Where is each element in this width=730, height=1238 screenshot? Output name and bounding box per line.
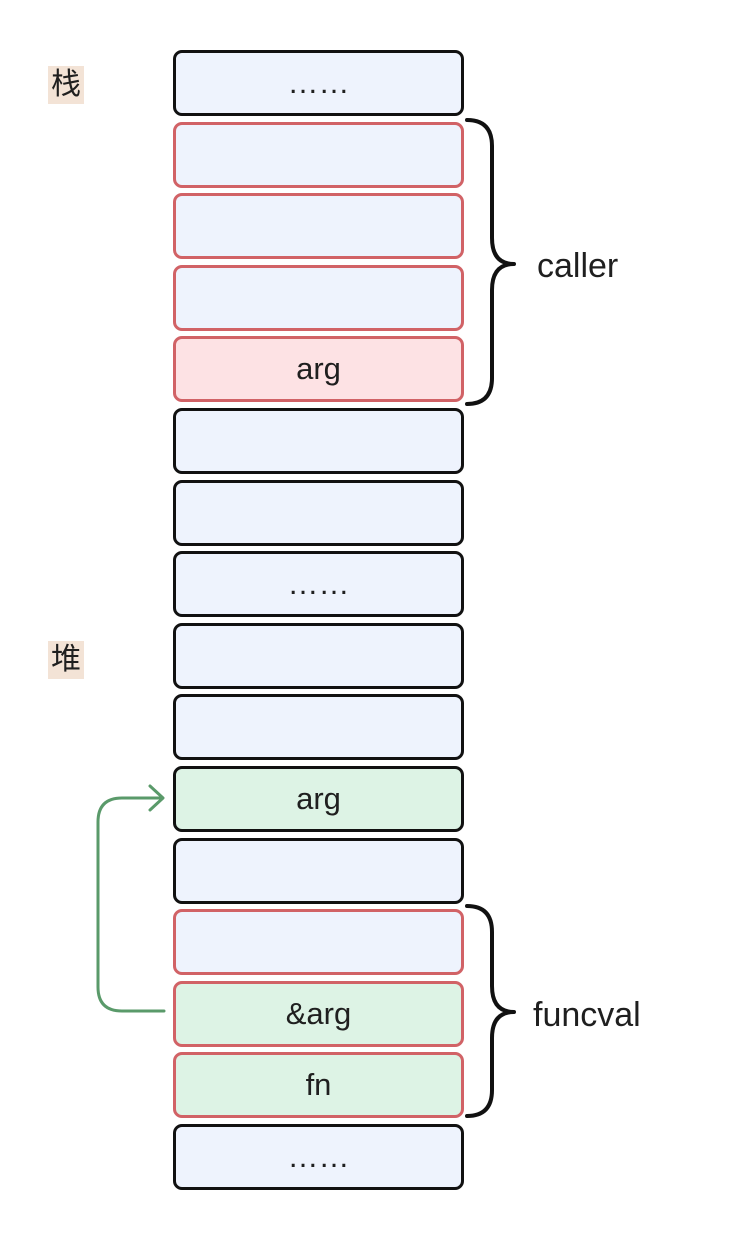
memory-cell-text: arg bbox=[296, 781, 341, 816]
memory-cell: …… bbox=[173, 551, 464, 617]
memory-cell bbox=[173, 909, 464, 975]
pointer-arrowhead bbox=[148, 784, 165, 812]
pointer-arrow bbox=[96, 796, 166, 1013]
memory-cell-text: &arg bbox=[285, 996, 352, 1031]
memory-cell bbox=[173, 838, 464, 904]
funcval-brace-label: funcval bbox=[533, 996, 641, 1034]
memory-cell bbox=[173, 623, 464, 689]
memory-cell-text: fn bbox=[305, 1067, 332, 1102]
memory-cell: fn bbox=[173, 1052, 464, 1118]
heap-label: 堆 bbox=[48, 641, 84, 679]
memory-cell-text: …… bbox=[287, 1139, 350, 1174]
funcval-brace bbox=[465, 904, 516, 1118]
memory-cell: &arg bbox=[173, 981, 464, 1047]
memory-cell bbox=[173, 480, 464, 546]
memory-cell: arg bbox=[173, 336, 464, 402]
memory-cell: arg bbox=[173, 766, 464, 832]
caller-brace-label: caller bbox=[537, 247, 619, 285]
memory-cell bbox=[173, 408, 464, 474]
memory-cell-text: …… bbox=[287, 566, 350, 601]
memory-cell bbox=[173, 193, 464, 259]
memory-cell: …… bbox=[173, 50, 464, 116]
stack-label: 栈 bbox=[48, 66, 84, 104]
memory-cell-text: …… bbox=[287, 65, 350, 100]
memory-cell bbox=[173, 694, 464, 760]
memory-cell: …… bbox=[173, 1124, 464, 1190]
memory-cell bbox=[173, 265, 464, 331]
caller-brace bbox=[465, 118, 516, 406]
memory-cell bbox=[173, 122, 464, 188]
memory-cell-text: arg bbox=[296, 351, 341, 386]
